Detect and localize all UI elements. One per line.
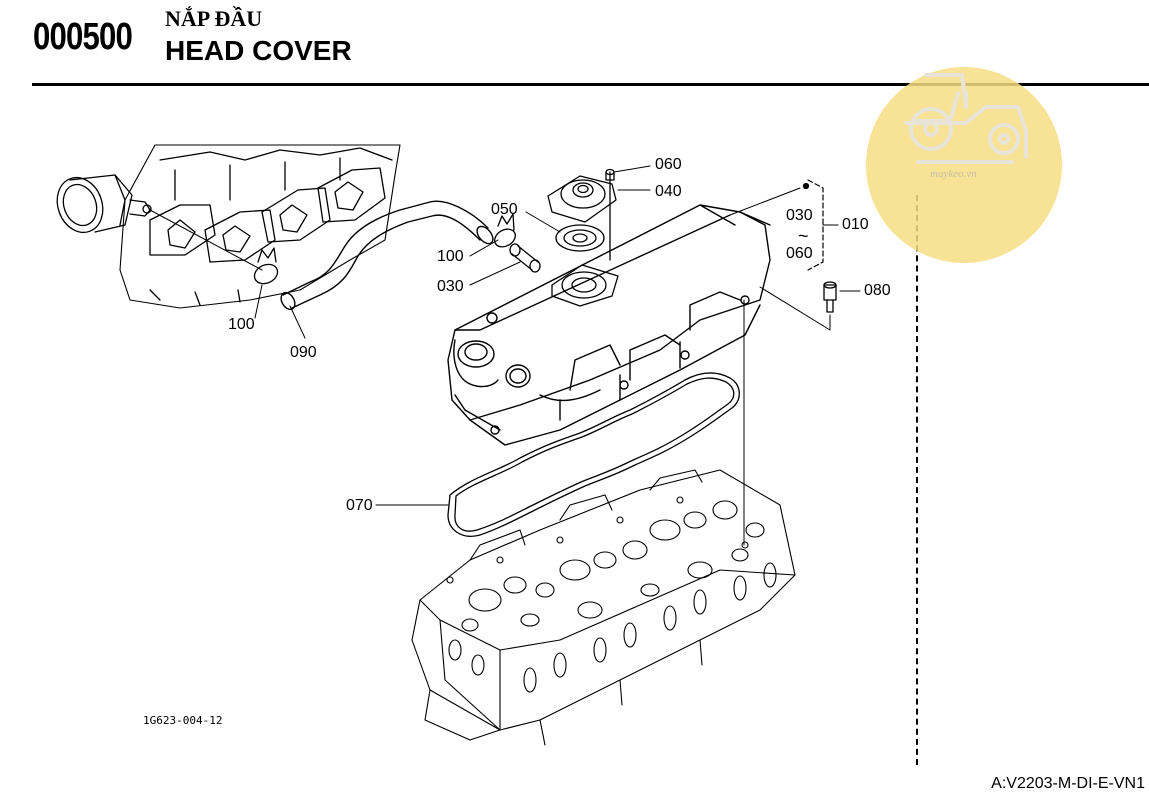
tractor-icon [904, 73, 1028, 164]
head-cover-gasket [447, 372, 740, 537]
hose-clamp-right [494, 213, 516, 248]
document-reference: A:V2203-M-DI-E-VN1 [991, 775, 1145, 792]
breather-pipe [509, 243, 541, 273]
head-cover-drawing [447, 204, 771, 446]
callout-030: 030 [437, 278, 464, 295]
breather-cap [547, 168, 617, 223]
callout-100-left: 100 [228, 316, 255, 333]
cylinder-head [411, 469, 796, 746]
intake-pipe-fitting [56, 174, 152, 234]
header-divider [32, 83, 1149, 86]
boundary-dashed-line [916, 195, 918, 765]
figure-id: 1G623-004-12 [143, 714, 223, 727]
callout-080: 080 [864, 282, 891, 299]
callout-range-030: 030 [786, 207, 813, 224]
callout-010: 010 [842, 216, 869, 233]
hose-clamp-left [253, 247, 279, 285]
callout-040: 040 [655, 183, 682, 200]
part-group-code: 000500 [33, 16, 133, 58]
callout-060: 060 [655, 156, 682, 173]
watermark-text: maykeo.vn [930, 168, 977, 180]
intake-manifold [119, 144, 401, 309]
breather-diaphragm [555, 224, 605, 252]
page-title-english: HEAD COVER [165, 35, 352, 66]
callout-070: 070 [346, 497, 373, 514]
breather-hose [280, 200, 494, 311]
watermark-logo [866, 67, 1062, 263]
callout-090: 090 [290, 344, 317, 361]
page-title-vietnamese: NẮP ĐẦU [165, 6, 263, 31]
callout-range-060: 060 [786, 245, 813, 262]
callout-range-tilde: ~ [798, 226, 809, 246]
callout-050: 050 [491, 201, 518, 218]
callout-100-right: 100 [437, 248, 464, 265]
cover-bolt [823, 281, 837, 313]
